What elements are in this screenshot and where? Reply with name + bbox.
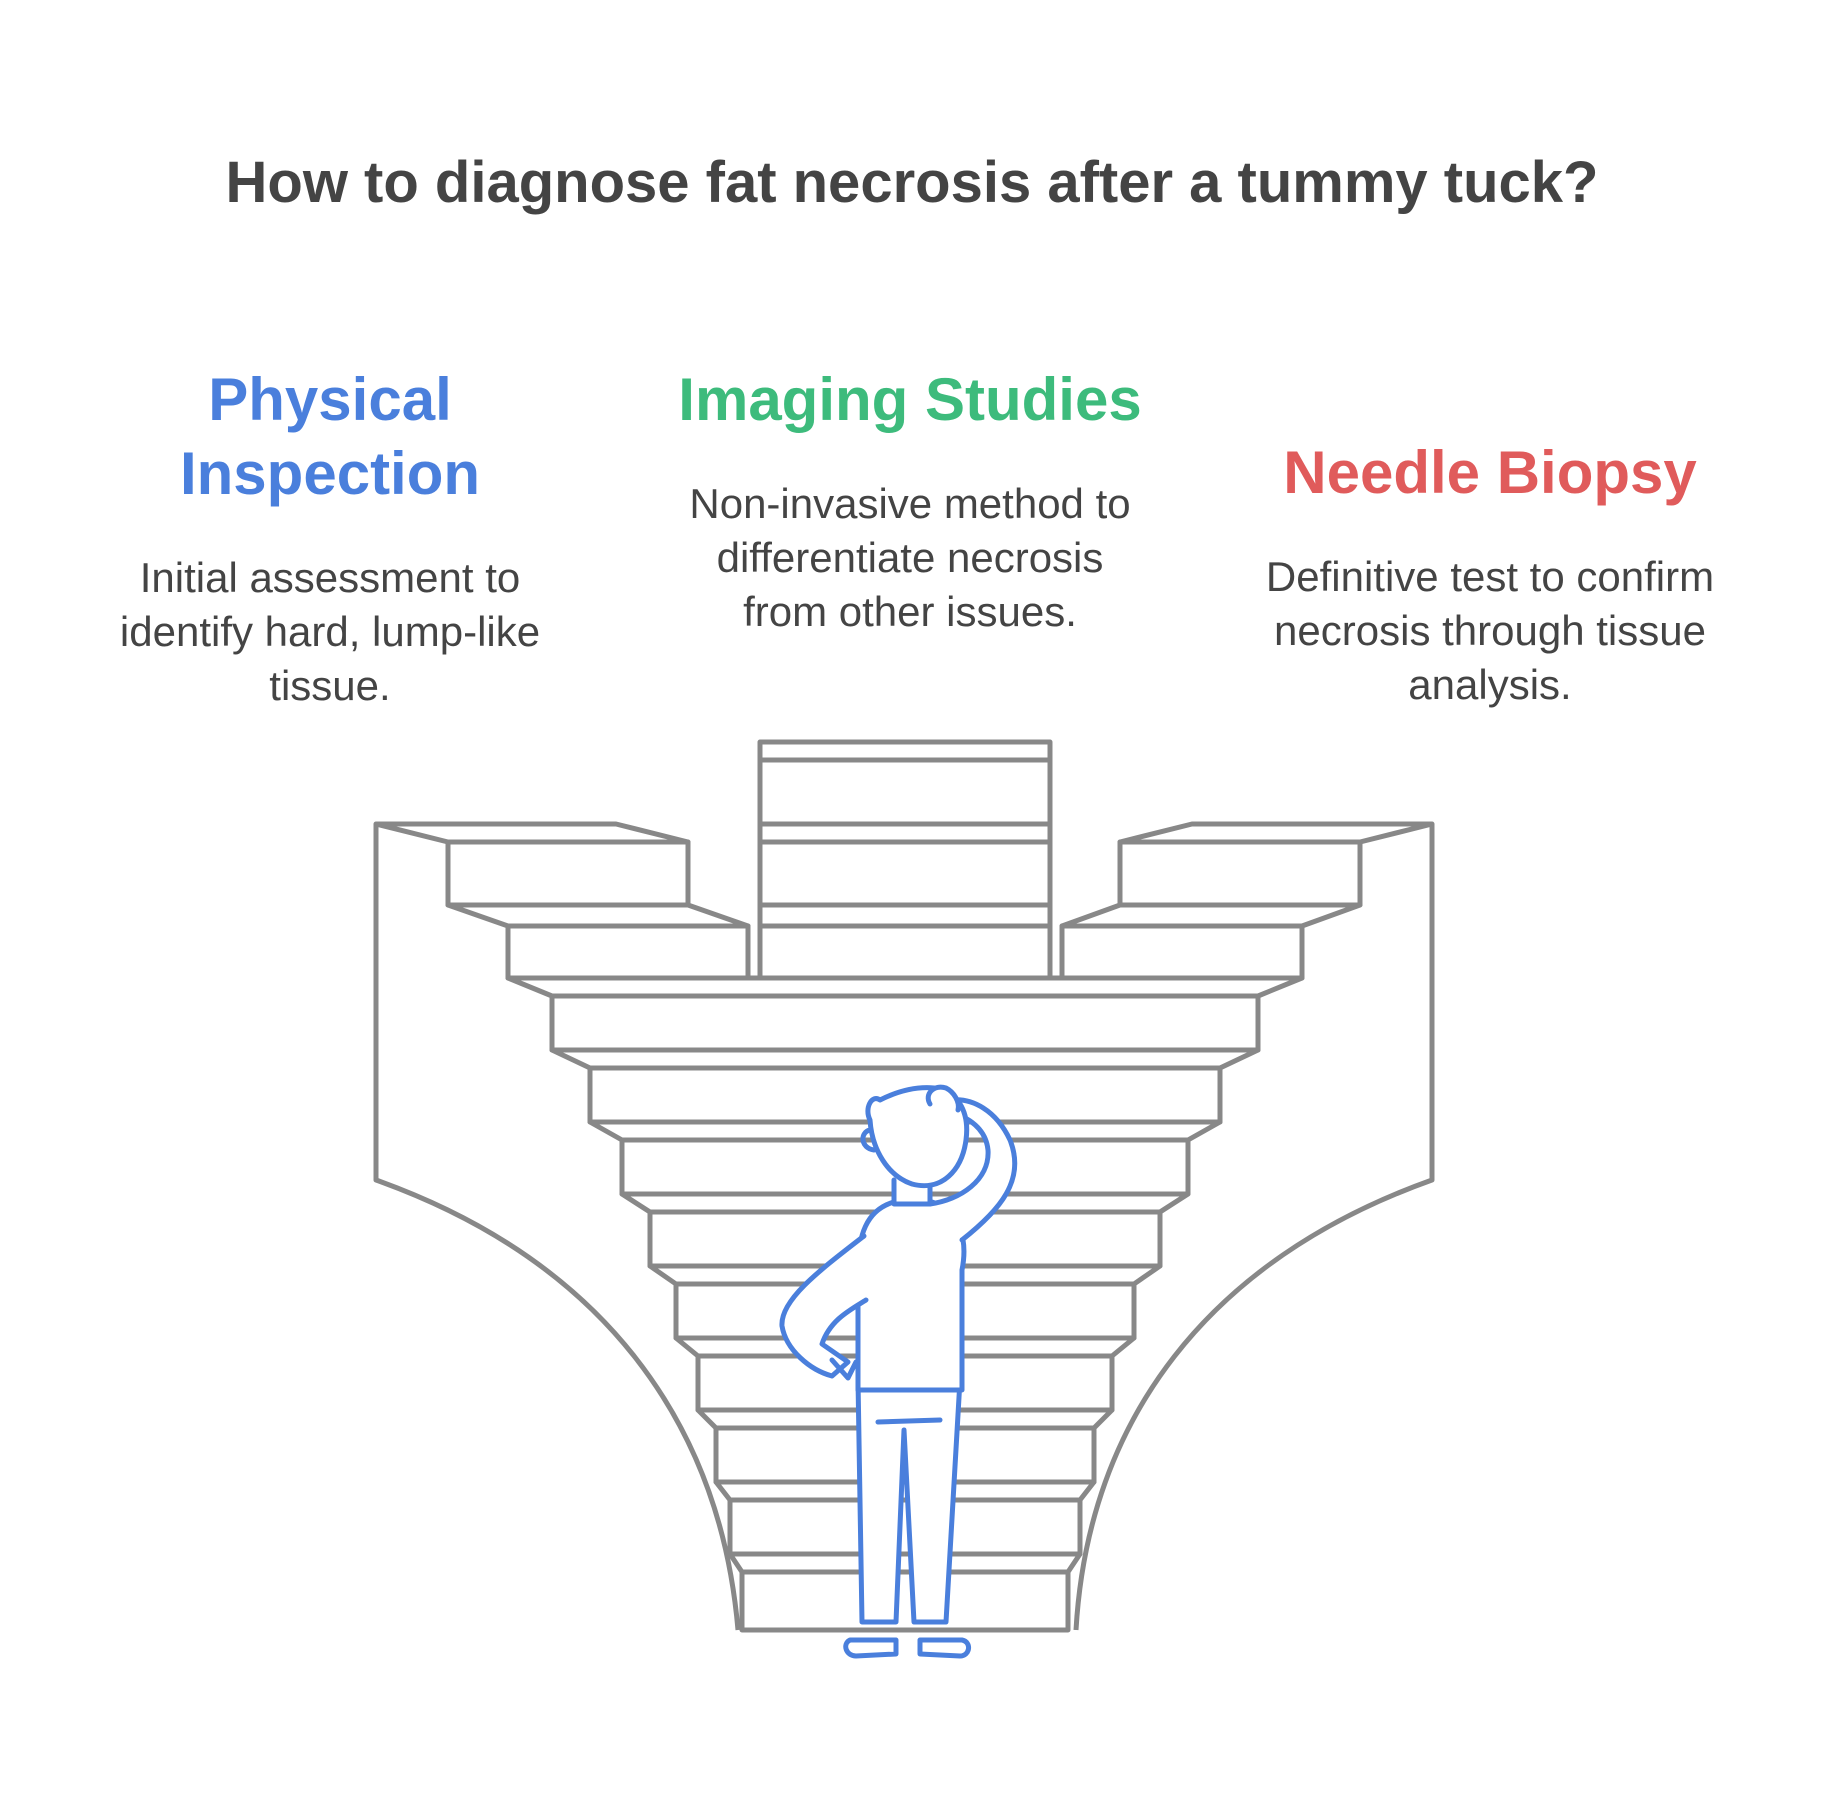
- step-description: Definitive test to confirm necrosis thro…: [1210, 550, 1770, 712]
- step-description: Non-invasive method to differentiate nec…: [590, 477, 1230, 639]
- step-heading-line: Needle Biopsy: [1283, 439, 1697, 506]
- step-heading-line: Physical: [208, 366, 452, 433]
- step-heading: Needle Biopsy: [1210, 436, 1770, 510]
- page-title: How to diagnose fat necrosis after a tum…: [225, 150, 1599, 215]
- step-description-line: differentiate necrosis: [716, 534, 1104, 581]
- step-description-line: Non-invasive method to: [689, 480, 1131, 527]
- stairs-icon: [373, 739, 1435, 1633]
- thinking-person-icon: [779, 1084, 1018, 1659]
- step-heading: Physical Inspection: [60, 363, 600, 511]
- step-heading-line: Inspection: [179, 440, 481, 507]
- step-description: Initial assessment to identify hard, lum…: [60, 551, 600, 713]
- step-description-line: Initial assessment to: [139, 554, 521, 601]
- step-description-line: from other issues.: [743, 588, 1077, 635]
- step-description-line: identify hard, lump-like: [119, 608, 541, 655]
- step-heading-line: Imaging Studies: [678, 366, 1142, 433]
- step-heading: Imaging Studies: [590, 363, 1230, 437]
- step-imaging-studies: Imaging Studies Non-invasive method to d…: [590, 363, 1230, 639]
- step-needle-biopsy: Needle Biopsy Definitive test to confirm…: [1210, 436, 1770, 712]
- step-description-line: Definitive test to confirm: [1265, 553, 1715, 600]
- step-description-line: necrosis through tissue: [1274, 607, 1706, 654]
- step-description-line: tissue.: [269, 662, 391, 709]
- step-description-line: analysis.: [1408, 661, 1572, 708]
- step-physical-inspection: Physical Inspection Initial assessment t…: [60, 363, 600, 713]
